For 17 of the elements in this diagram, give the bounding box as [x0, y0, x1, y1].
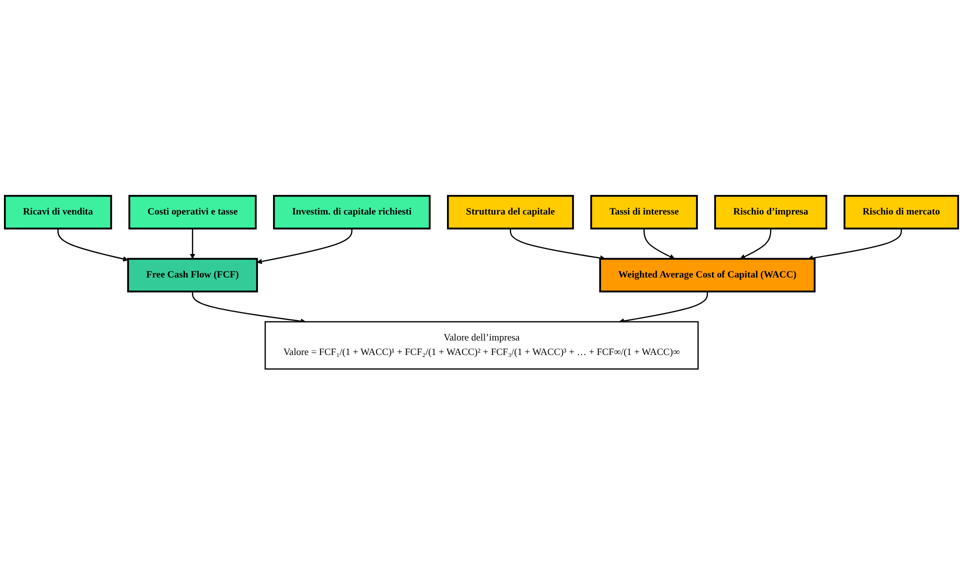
node-box: Rischio d’impresa — [714, 194, 828, 230]
node-box: Valore dell’impresa Valore = FCF₁/(1 + WACC)¹ + FCF₂/(1 + WACC)² + FCF₃/(1 + WACC)³ + … + FCF∞/(1 + WACC)∞ — [264, 320, 699, 370]
arrow — [57, 228, 128, 262]
node-box: Investim. di capitale richiesti — [273, 194, 431, 230]
node-box: Ricavi di vendita — [4, 194, 112, 230]
node-box: Tassi di interesse — [590, 194, 698, 230]
arrow — [740, 228, 772, 259]
arrow — [808, 228, 902, 260]
node-box: Struttura del capitale — [446, 194, 574, 230]
arrow — [256, 228, 352, 264]
arrow — [190, 228, 196, 259]
node-box: Free Cash Flow (FCF) — [127, 257, 258, 292]
node-box: Costi operativi e tasse — [128, 194, 257, 230]
arrow — [643, 228, 675, 259]
node-box: Weighted Average Cost of Capital (WACC) — [599, 257, 816, 292]
arrow — [510, 228, 606, 260]
node-box: Rischio di mercato — [844, 194, 960, 230]
